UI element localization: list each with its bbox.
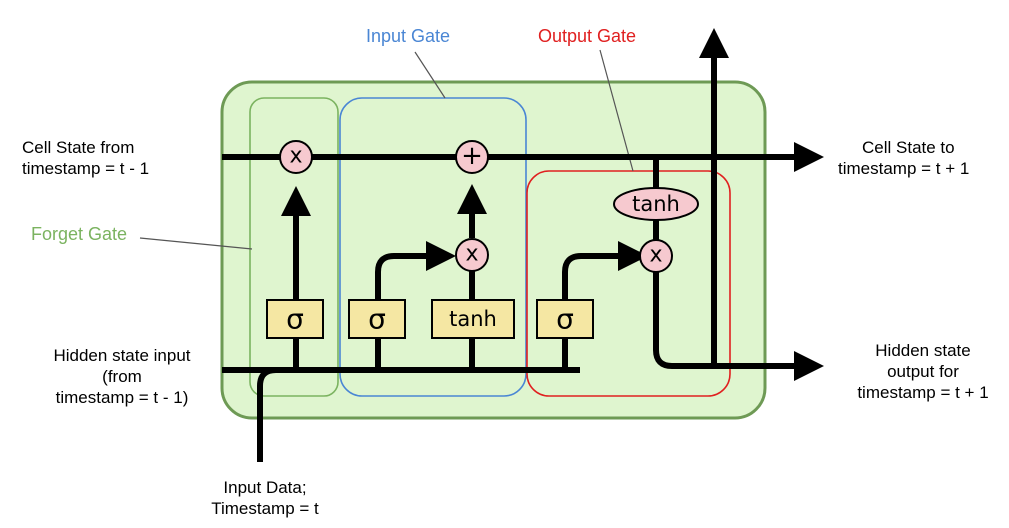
cell-state-input-label: Cell State from timestamp = t - 1 [22, 137, 149, 179]
hidden-state-output-label-line3: timestamp = t + 1 [857, 383, 989, 402]
output-sigma-arrow [562, 241, 648, 370]
cell-state-output-label-line2: timestamp = t + 1 [838, 159, 970, 178]
input-sigma-arrow [375, 241, 456, 370]
forget-sigma-text: σ [286, 303, 304, 336]
input-tanh-text: tanh [449, 307, 497, 331]
forget-gate-box [249, 97, 339, 397]
input-tanh-layer [431, 299, 515, 339]
forget-multiply-op [279, 140, 313, 174]
input-data-label: Input Data; Timestamp = t [190, 477, 340, 519]
input-sigma-layer [348, 299, 406, 339]
forget-gate-leader [139, 237, 253, 250]
add-op [455, 140, 489, 174]
output-sigma-layer [536, 299, 594, 339]
input-data-line [257, 367, 277, 462]
input-multiply-symbol: x [465, 242, 478, 267]
input-gate-box [339, 97, 527, 397]
cell-state-output-label: Cell State to timestamp = t + 1 [838, 137, 969, 179]
output-multiply-op [639, 239, 673, 273]
output-gate-leader [599, 49, 634, 172]
input-gate-leader [414, 51, 446, 99]
forget-sigma-layer [266, 299, 324, 339]
output-tanh-op [613, 187, 699, 221]
output-gate-label: Output Gate [538, 26, 637, 46]
input-data-label-line1: Input Data; [223, 478, 307, 497]
add-symbol: + [461, 141, 483, 171]
output-multiply-symbol: x [649, 243, 662, 268]
input-multiply-op [455, 238, 489, 272]
forget-multiply-symbol: x [289, 144, 302, 169]
hidden-state-input-label-line3: timestamp = t - 1) [55, 388, 189, 407]
output-sigma-text: σ [556, 303, 574, 336]
hidden-state-output-label-line1: Hidden state [875, 341, 971, 360]
input-gate-label: Input Gate [366, 26, 451, 46]
output-gate-box [526, 170, 731, 397]
hidden-state-input-label-line2: (from [102, 367, 142, 386]
hidden-state-input-label: Hidden state input (from timestamp = t -… [22, 345, 222, 408]
hidden-output-path [653, 272, 824, 381]
cell-state-input-label-line2: timestamp = t - 1 [22, 159, 150, 178]
hidden-state-output-label-line2: output for [887, 362, 959, 381]
cell-state-output-label-line1: Cell State to [862, 138, 955, 157]
input-data-label-line2: Timestamp = t [211, 499, 319, 518]
cell-state-input-label-line1: Cell State from [22, 138, 135, 157]
forget-gate-label: Forget Gate [31, 224, 128, 244]
input-sigma-text: σ [368, 303, 386, 336]
hidden-state-output-label: Hidden state output for timestamp = t + … [838, 340, 1008, 403]
output-tanh-text: tanh [632, 192, 680, 216]
hidden-state-input-label-line1: Hidden state input [53, 346, 191, 365]
